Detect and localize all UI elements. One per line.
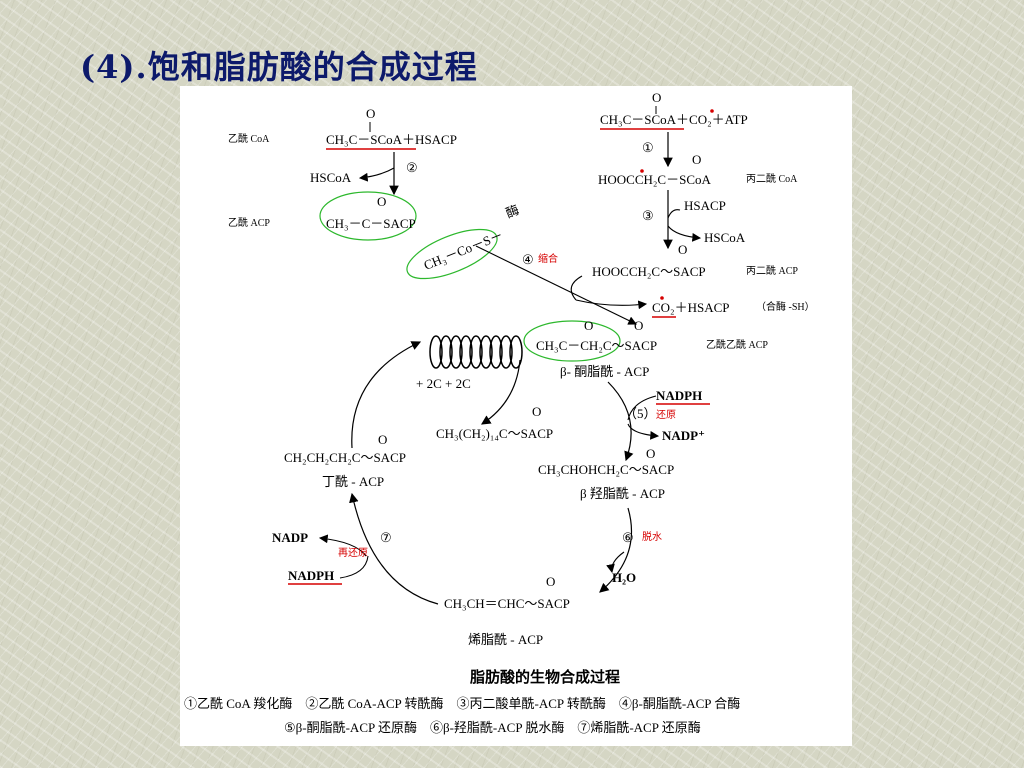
arrow-hsacp-in	[667, 209, 681, 219]
caption-title: 脂肪酸的生物合成过程	[470, 668, 620, 686]
label-acetyl-coa: 乙酰 CoA	[228, 132, 270, 145]
label-enzyme: 酶	[504, 202, 522, 221]
arrow-step6	[599, 507, 632, 593]
label-enoyl: 烯脂酰 - ACP	[468, 632, 543, 647]
step-4: ④	[522, 252, 534, 267]
arrow-to-palmitoyl	[480, 359, 521, 425]
formula-h2o: H₂O	[612, 570, 636, 585]
fatty-acid-synthesis-diagram: 乙酰 CoA O CH₃C－SCoA＋HSACP ② HSCoA 乙酰 ACP …	[184, 90, 815, 735]
formula-nadph-2: NADPH	[288, 568, 334, 583]
ring-acetoacetyl	[523, 320, 621, 362]
caption-line-2: ⑤β-酮脂酰-ACP 还原酶 ⑥β-羟脂酰-ACP 脱水酶 ⑦烯脂酰-ACP 还…	[284, 720, 701, 735]
label-condense: 缩合	[538, 252, 558, 265]
label-plus-2c: + 2C + 2C	[416, 376, 471, 391]
formula-enoyl: CH₃CH＝CHC～SACP	[444, 596, 570, 611]
step-7: ⑦	[380, 530, 392, 545]
label-re-reduce: 再还原	[338, 547, 368, 559]
arrow-to-condensation	[475, 245, 637, 325]
label-malonyl-acp: 丙二酰 ACP	[746, 264, 798, 277]
formula-nadph-1: NADPH	[656, 388, 702, 403]
helix-chain-elongation	[429, 335, 523, 369]
formula-co2-hsacp: CO₂＋HSACP	[652, 300, 730, 315]
formula-nadp-1: NADP⁺	[662, 428, 705, 443]
formula-hscoa-2: HSCoA	[704, 230, 746, 245]
formula-enzyme-bound: CH₃－Co－S－	[422, 227, 506, 272]
formula-butyryl: CH₂CH₂CH₂C～SACP	[284, 450, 406, 465]
arrow-step7	[349, 492, 439, 605]
label-synthase-sh: （合酶 -SH）	[756, 300, 815, 313]
formula-acetyl-acp: CH₃－C－SACP	[326, 216, 416, 231]
label-dehydrate: 脱水	[642, 530, 662, 543]
arrow-h2o-out	[606, 551, 625, 574]
carbon-mark-2	[640, 169, 644, 173]
carbon-mark-1	[710, 109, 714, 113]
formula-hydroxy: CH₃CHOHCH₂C～SACP	[538, 462, 674, 477]
arrow-co2-release	[575, 299, 648, 310]
step-2: ②	[406, 160, 418, 175]
step-3: ③	[642, 208, 654, 223]
oxygen-4: O	[692, 152, 701, 167]
arrow-nadp-out-2	[318, 534, 367, 557]
formula-hscoa-1: HSCoA	[310, 170, 352, 185]
label-malonyl-coa: 丙二酰 CoA	[746, 172, 798, 185]
step-1: ①	[642, 140, 654, 155]
oxygen-2: O	[377, 194, 386, 209]
formula-nadp-2: NADP	[272, 530, 308, 545]
oxygen-7: O	[634, 318, 643, 333]
arrow-step5	[607, 381, 634, 462]
oxygen-8: O	[646, 446, 655, 461]
formula-palmitoyl: CH₃(CH₂)₁₄C～SACP	[436, 426, 553, 441]
oxygen-9: O	[546, 574, 555, 589]
step-6: ⑥	[622, 530, 634, 545]
arrow-cycle-up	[351, 341, 422, 449]
formula-malonyl-coa: HOOCCH₂C－SCoA	[598, 172, 711, 187]
oxygen-3: O	[652, 90, 661, 105]
oxygen-11: O	[532, 404, 541, 419]
label-butyryl: 丁酰 - ACP	[322, 474, 384, 489]
arrow-hscoa-release	[358, 167, 395, 182]
pathway-figure: 乙酰 CoA O CH₃C－SCoA＋HSACP ② HSCoA 乙酰 ACP …	[180, 86, 852, 746]
ring-enzyme-bound	[406, 228, 498, 280]
formula-malonyl-acp: HOOCCH₂C～SACP	[592, 264, 706, 279]
label-acetyl-acp: 乙酰 ACP	[228, 216, 270, 229]
label-beta-hydroxy: β 羟脂酰 - ACP	[580, 486, 665, 501]
caption-line-1: ①乙酰 CoA 羧化酶 ②乙酰 CoA-ACP 转酰酶 ③丙二酸单酰-ACP 转…	[184, 696, 740, 711]
ring-acetyl-acp	[319, 191, 417, 241]
oxygen-10: O	[378, 432, 387, 447]
arrow-malonyl-join	[570, 275, 583, 301]
arrow-nadph-in	[627, 395, 657, 421]
formula-acetyl-coa: CH₃C－SCoA＋HSACP	[326, 132, 457, 147]
step-5: （5）	[624, 406, 657, 421]
label-reduce: 还原	[656, 409, 676, 421]
oxygen-5: O	[678, 242, 687, 257]
oxygen-1: O	[366, 106, 375, 121]
arrow-nadph-in-2	[339, 555, 369, 579]
arrow-hscoa-out	[667, 225, 702, 242]
formula-malonyl-eq: CH₃C－SCoA＋CO₂＋ATP	[600, 112, 748, 127]
oxygen-6: O	[584, 318, 593, 333]
label-beta-keto: β- 酮脂酰 - ACP	[560, 364, 649, 379]
carbon-mark-3	[660, 296, 664, 300]
slide-title: (4).饱和脂肪酸的合成过程	[80, 48, 478, 86]
formula-hsacp-1: HSACP	[684, 198, 726, 213]
arrow-nadp-out	[627, 423, 660, 440]
label-acetoacetyl-acp: 乙酰乙酰 ACP	[706, 338, 768, 351]
formula-acetoacetyl: CH₃C－CH₂C～SACP	[536, 338, 657, 353]
